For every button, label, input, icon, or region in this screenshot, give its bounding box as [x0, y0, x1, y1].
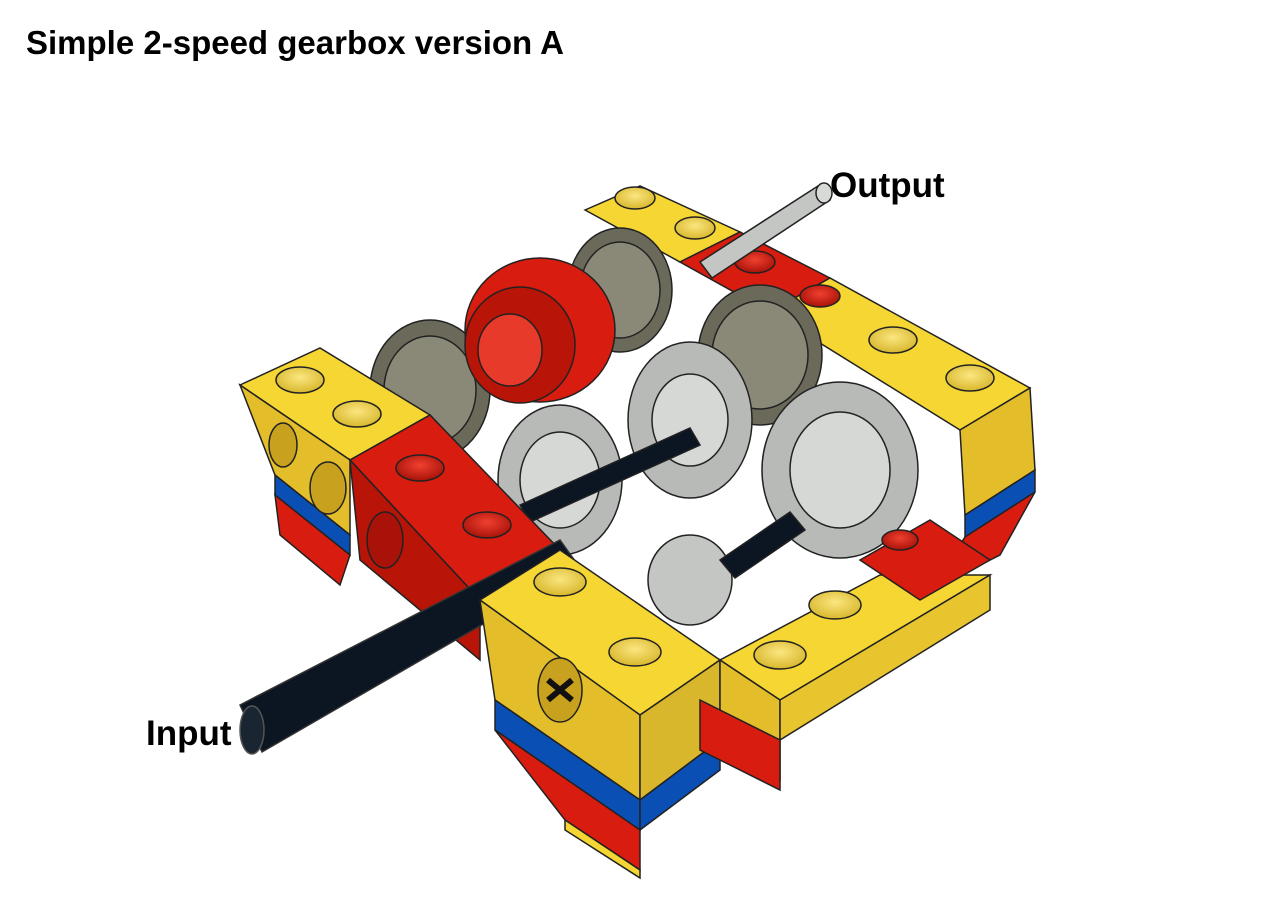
output-label: Output [830, 166, 945, 205]
output-axle [698, 182, 833, 280]
red-clutch [464, 257, 616, 404]
inner-axles [518, 427, 807, 580]
page-title: Simple 2-speed gearbox version A [26, 24, 564, 61]
front-frame [478, 519, 993, 880]
input-label: Input [146, 714, 232, 753]
